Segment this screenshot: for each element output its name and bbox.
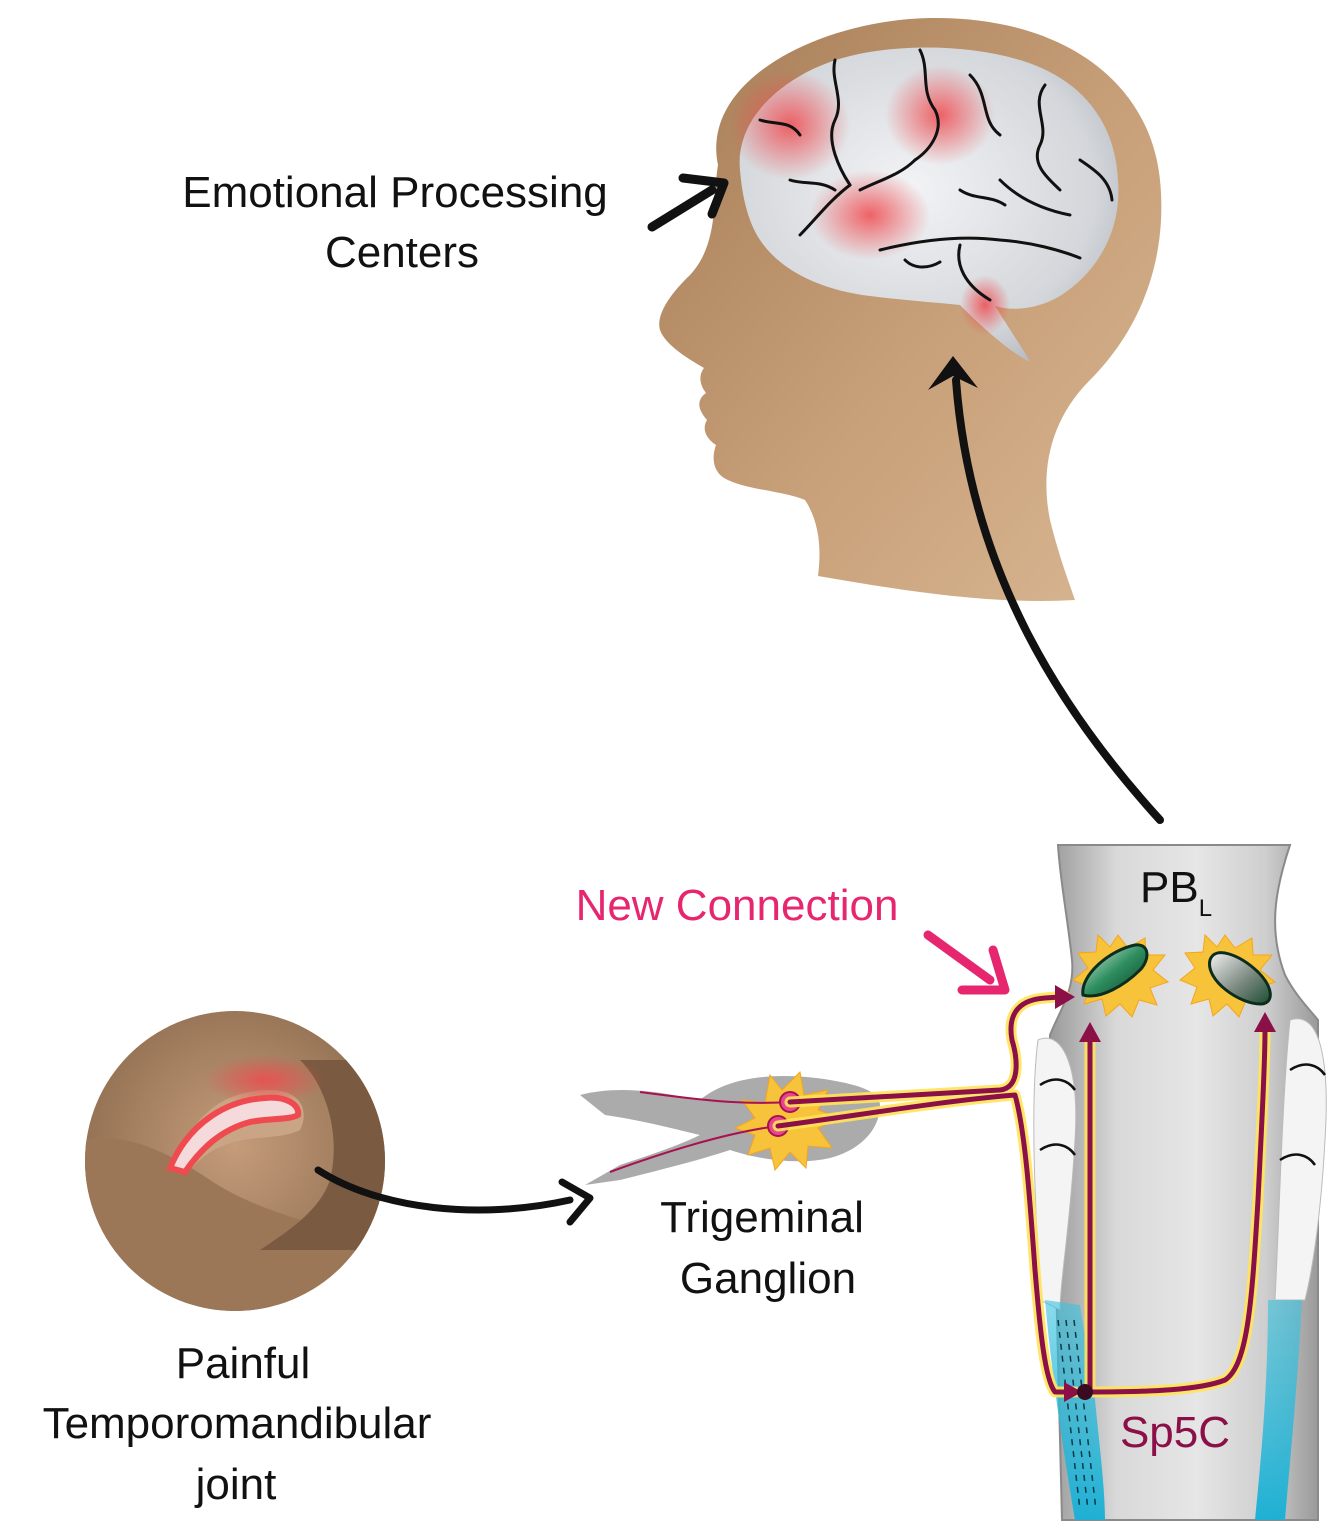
head-illustration	[659, 17, 1162, 601]
pbl-label-main: PB	[1140, 863, 1199, 912]
pbl-label: PBL	[1140, 863, 1212, 922]
trigeminal-ganglion	[580, 1070, 880, 1185]
painful-joint-illustration	[85, 1011, 385, 1311]
pbl-label-sub: L	[1199, 895, 1212, 922]
joint-label-line2: Temporomandibular	[43, 1399, 432, 1448]
new-connection-arrow	[923, 930, 1010, 995]
sp5c-label: Sp5C	[1120, 1408, 1230, 1457]
pbl-right-nucleus	[1208, 951, 1272, 1006]
ganglion-to-sp5c-pathway	[775, 1092, 1075, 1395]
sp5c-to-right-pbl-pathway	[1087, 1027, 1268, 1395]
new-connection-pathway	[787, 994, 1063, 1105]
ascending-arrow	[928, 356, 1164, 824]
brainstem	[1033, 844, 1327, 1521]
nerve-pathways	[772, 985, 1276, 1402]
joint-label-line3: joint	[194, 1460, 277, 1509]
joint-label-line1: Painful	[176, 1339, 311, 1388]
emotional-label-line2: Centers	[325, 228, 479, 277]
emotional-label-line1: Emotional Processing	[182, 168, 608, 217]
trigeminal-label-line1: Trigeminal	[660, 1193, 864, 1242]
emotional-arrow	[647, 173, 729, 232]
sp5c-left-region	[1045, 1300, 1105, 1520]
brainstem-body	[1048, 844, 1319, 1521]
new-connection-label: New Connection	[576, 881, 899, 930]
trigeminal-label-line2: Ganglion	[680, 1254, 856, 1303]
sp5c-right-region	[1255, 1300, 1302, 1520]
joint-to-ganglion-arrow	[314, 1166, 594, 1226]
pbl-left-nucleus	[1081, 943, 1149, 998]
